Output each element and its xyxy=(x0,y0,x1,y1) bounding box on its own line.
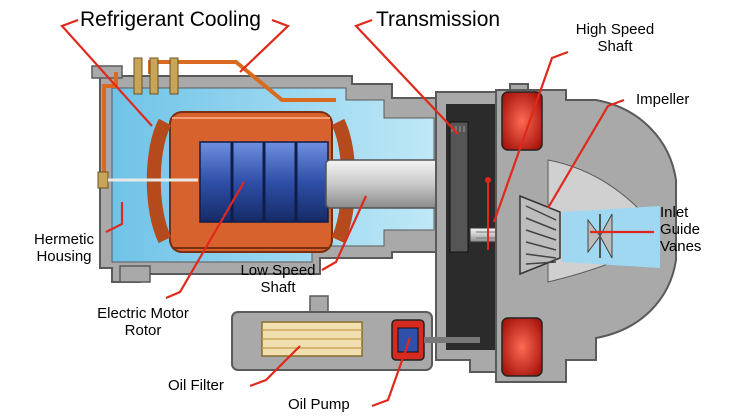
leader-oil-pump xyxy=(371,337,412,408)
label-electric-motor-rotor-line2: Rotor xyxy=(124,321,162,339)
label-impeller: Impeller xyxy=(636,91,690,108)
label-high-speed-shaft: High Speed Shaft xyxy=(560,21,670,56)
volute-upper xyxy=(501,91,543,151)
volute-lower xyxy=(501,317,543,377)
leader-impeller xyxy=(547,98,625,209)
leader-low-speed-shaft xyxy=(321,195,368,271)
leader-refrigerant-right xyxy=(239,18,291,73)
label-high-speed-shaft-line2: Shaft xyxy=(597,37,633,55)
label-inlet-guide-vanes-line3: Vanes xyxy=(660,237,702,255)
label-hermetic-housing-line1: Hermetic xyxy=(33,231,94,248)
impeller xyxy=(519,194,561,276)
label-electric-motor-rotor: Electric Motor Rotor xyxy=(78,305,208,340)
label-oil-filter: Oil Filter xyxy=(168,377,224,394)
label-inlet-guide-vanes: Inlet Guide Vanes xyxy=(660,204,702,255)
label-electric-motor-rotor-line1: Electric Motor xyxy=(97,305,189,322)
label-refrigerant-cooling: Refrigerant Cooling xyxy=(80,8,261,31)
label-high-speed-shaft-line1: High Speed xyxy=(575,21,655,38)
refrigerant-line xyxy=(97,57,336,189)
leader-high-speed-shaft xyxy=(492,50,569,223)
oil-system xyxy=(231,295,480,371)
label-low-speed-shaft-line2: Shaft xyxy=(260,278,296,296)
leader-transmission xyxy=(354,18,459,135)
label-oil-pump: Oil Pump xyxy=(288,396,350,413)
label-low-speed-shaft-line1: Low Speed xyxy=(240,262,316,279)
label-low-speed-shaft: Low Speed Shaft xyxy=(228,262,328,297)
low-speed-shaft xyxy=(325,159,445,209)
leader-refrigerant-left xyxy=(60,18,153,127)
label-inlet-guide-vanes-line2: Guide xyxy=(660,220,701,238)
leader-oil-filter xyxy=(249,345,301,388)
leader-hermetic-housing xyxy=(105,202,124,233)
leader-motor-rotor xyxy=(165,181,245,300)
leader-lines xyxy=(60,18,654,408)
label-transmission: Transmission xyxy=(376,8,501,31)
label-inlet-guide-vanes-line1: Inlet xyxy=(660,204,689,221)
inlet-guide-vanes xyxy=(562,206,660,268)
motor-rotor xyxy=(199,141,329,223)
label-hermetic-housing-line2: Housing xyxy=(36,247,92,265)
label-hermetic-housing: Hermetic Housing xyxy=(14,231,114,266)
bull-gear xyxy=(449,121,469,253)
